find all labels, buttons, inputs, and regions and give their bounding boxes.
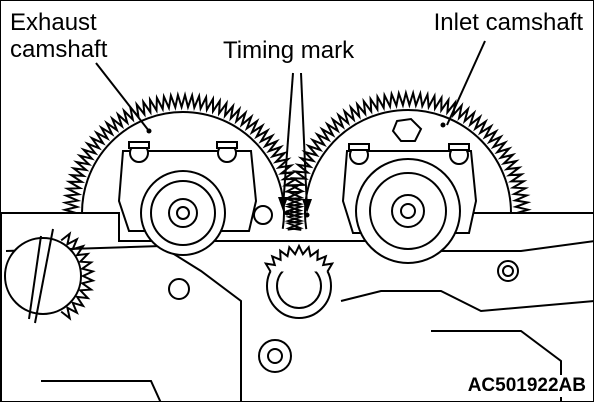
exhaust-leader-line — [95, 62, 150, 132]
timing-mark-pointers — [278, 72, 312, 218]
figure-code: AC501922AB — [464, 375, 589, 397]
inlet-bearing-cap — [341, 117, 478, 264]
timing-chain-area — [168, 205, 519, 373]
inlet-timing-mark — [304, 212, 310, 218]
inlet-gear-teeth-rim — [304, 109, 512, 230]
exhaust-camshaft-label: Exhaust camshaft — [10, 9, 108, 63]
exhaust-camshaft-sprocket — [61, 91, 305, 231]
timing-mark-label: Timing mark — [223, 37, 355, 64]
inlet-camshaft-label: Inlet camshaft — [433, 9, 583, 36]
exhaust-gear-teeth-rim — [81, 111, 285, 229]
exhaust-bearing-cap — [117, 141, 258, 256]
inlet-leader-line — [446, 40, 486, 126]
exhaust-timing-mark — [284, 210, 290, 216]
inlet-camshaft-sprocket — [284, 89, 532, 231]
lower-sprocket — [4, 228, 96, 324]
inlet-gear-teeth — [284, 89, 532, 231]
exhaust-gear-teeth — [61, 91, 305, 231]
